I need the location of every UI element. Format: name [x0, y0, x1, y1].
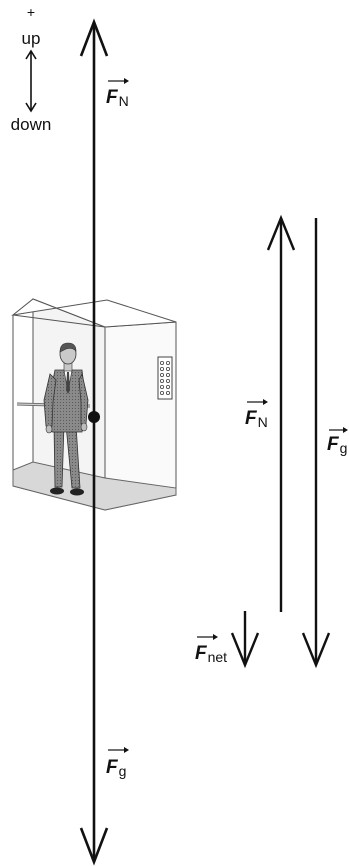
normal-force-label-top: FN — [106, 78, 129, 109]
gravity-force-symbol: F — [106, 757, 119, 778]
normal-force-label-right: FN — [245, 399, 268, 430]
gravity-force-vector — [301, 218, 331, 669]
net-force-subscript: net — [208, 649, 228, 665]
gravity-force-label-right: Fg — [327, 427, 348, 456]
center-of-mass-dot — [88, 411, 100, 423]
normal-force-vector — [266, 214, 296, 612]
up-label: up — [22, 29, 41, 48]
gravity-force-symbol: F — [327, 434, 340, 455]
net-force-vector — [230, 611, 260, 669]
elevator-button-panel — [157, 356, 173, 400]
normal-force-symbol: F — [245, 408, 258, 429]
svg-text:Fg: Fg — [327, 434, 347, 456]
normal-force-subscript: N — [258, 414, 268, 430]
vector-arrow-icon — [329, 427, 348, 433]
gravity-force-label-bottom: Fg — [106, 747, 129, 779]
svg-text:FN: FN — [106, 87, 129, 109]
normal-force-subscript: N — [119, 93, 129, 109]
net-force-label: Fnet — [195, 634, 227, 665]
svg-text:Fg: Fg — [106, 757, 126, 779]
elevator-side-wall — [104, 321, 177, 496]
up-down-double-arrow-icon — [25, 49, 37, 113]
plus-sign: + — [27, 4, 35, 20]
svg-text:FN: FN — [245, 408, 268, 430]
direction-key: + up down — [11, 4, 52, 134]
normal-force-symbol: F — [106, 87, 119, 108]
vector-arrow-icon — [108, 747, 129, 753]
normal-force-arrowhead — [79, 18, 109, 57]
svg-text:Fnet: Fnet — [195, 643, 227, 665]
gravity-force-arrowhead — [79, 827, 109, 866]
vector-arrow-icon — [197, 634, 218, 640]
force-axis-through-elevator — [79, 18, 109, 866]
gravity-force-subscript: g — [340, 440, 348, 456]
net-force-symbol: F — [195, 643, 208, 664]
down-label: down — [11, 115, 52, 134]
vector-arrow-icon — [108, 78, 129, 84]
vector-arrow-icon — [247, 399, 268, 405]
gravity-force-subscript: g — [119, 763, 127, 779]
person-in-elevator — [43, 342, 89, 496]
